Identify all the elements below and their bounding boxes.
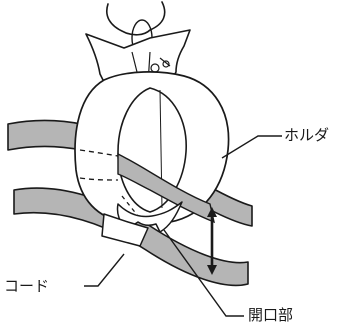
cord-label: コード: [4, 277, 50, 295]
opening-label: 開口部: [248, 306, 294, 324]
holder-body: [74, 29, 230, 223]
leader-cord: [84, 253, 125, 287]
hidden-edge-upper: [79, 149, 119, 157]
hook-wire: [106, 1, 166, 36]
leader-holder: [221, 135, 282, 159]
leader-opening: [163, 229, 244, 317]
holder-tab: [101, 213, 149, 247]
hidden-edge-lower: [79, 177, 119, 181]
holder-label: ホルダ: [284, 126, 330, 144]
